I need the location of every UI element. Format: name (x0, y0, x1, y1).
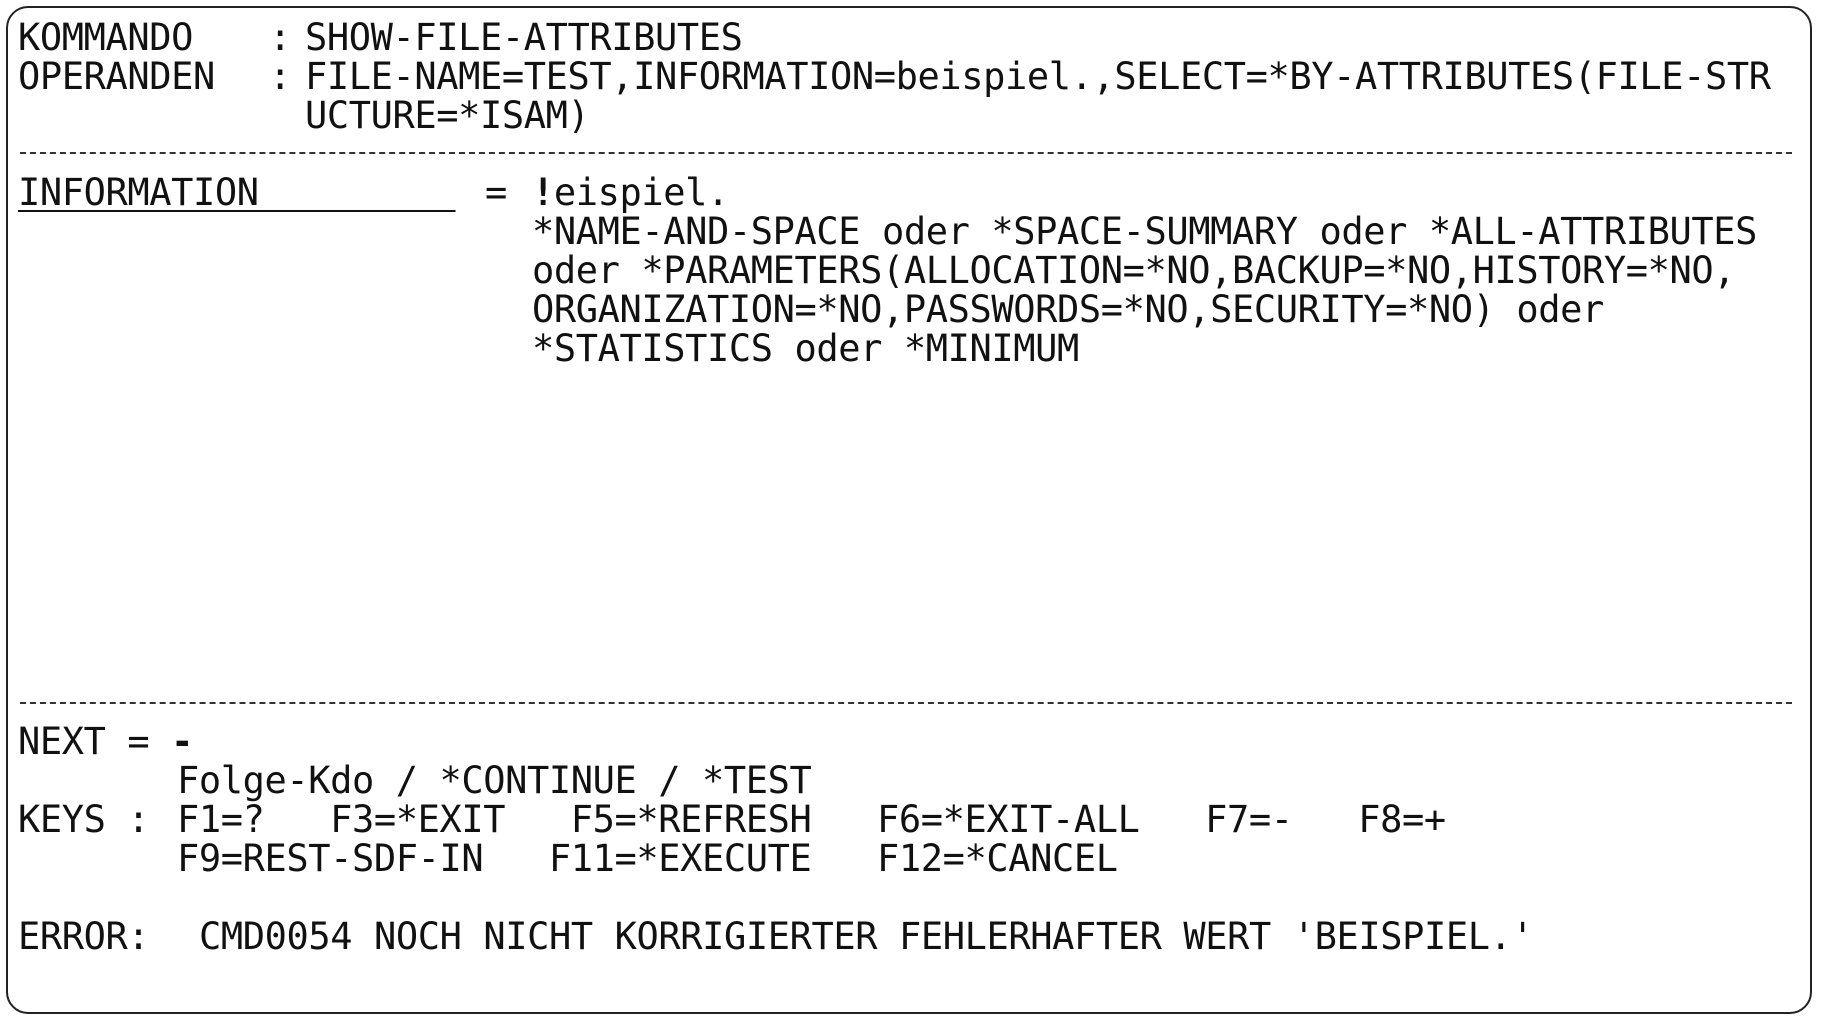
information-operand-label: INFORMATION (18, 173, 456, 212)
keys-line-2: F9=REST-SDF-IN F11=*EXECUTE F12=*CANCEL (177, 837, 1118, 880)
error-message: CMD0054 NOCH NICHT KORRIGIERTER FEHLERHA… (199, 915, 1534, 958)
keys-line-1: F1=? F3=*EXIT F5=*REFRESH F6=*EXIT-ALL F… (177, 798, 1446, 841)
information-label-text: INFORMATION (18, 171, 456, 214)
next-row: NEXT = - (18, 722, 193, 761)
operands-value-line-1: FILE-NAME=TEST,INFORMATION=beispiel.,SEL… (305, 55, 1771, 98)
operands-label: OPERANDEN (18, 55, 215, 98)
error-label: ERROR: (18, 915, 150, 958)
help-line-2: oder *PARAMETERS(ALLOCATION=*NO,BACKUP=*… (532, 249, 1736, 292)
command-label: KOMMANDO (18, 16, 194, 59)
command-separator: : (269, 16, 291, 59)
keys-label: KEYS : (18, 798, 172, 841)
next-label: NEXT = (18, 720, 172, 763)
help-line-1: *NAME-AND-SPACE oder *SPACE-SUMMARY oder… (532, 210, 1758, 253)
next-hint: Folge-Kdo / *CONTINUE / *TEST (177, 759, 812, 802)
information-input-value: eispiel. (553, 171, 729, 214)
operands-separator: : (269, 55, 291, 98)
help-line-4: *STATISTICS oder *MINIMUM (532, 327, 1079, 370)
terminal-screen (6, 6, 1812, 1014)
header-divider (20, 152, 1792, 154)
information-input-field[interactable]: !eispiel. (532, 173, 729, 212)
help-line-3: ORGANIZATION=*NO,PASSWORDS=*NO,SECURITY=… (532, 288, 1604, 331)
information-equals: = (485, 171, 507, 214)
next-input-field[interactable]: - (171, 720, 194, 763)
operands-value-line-2: UCTURE=*ISAM) (305, 94, 590, 137)
cursor-marker: ! (532, 171, 554, 214)
command-value: SHOW-FILE-ATTRIBUTES (305, 16, 743, 59)
footer-divider (20, 702, 1792, 704)
